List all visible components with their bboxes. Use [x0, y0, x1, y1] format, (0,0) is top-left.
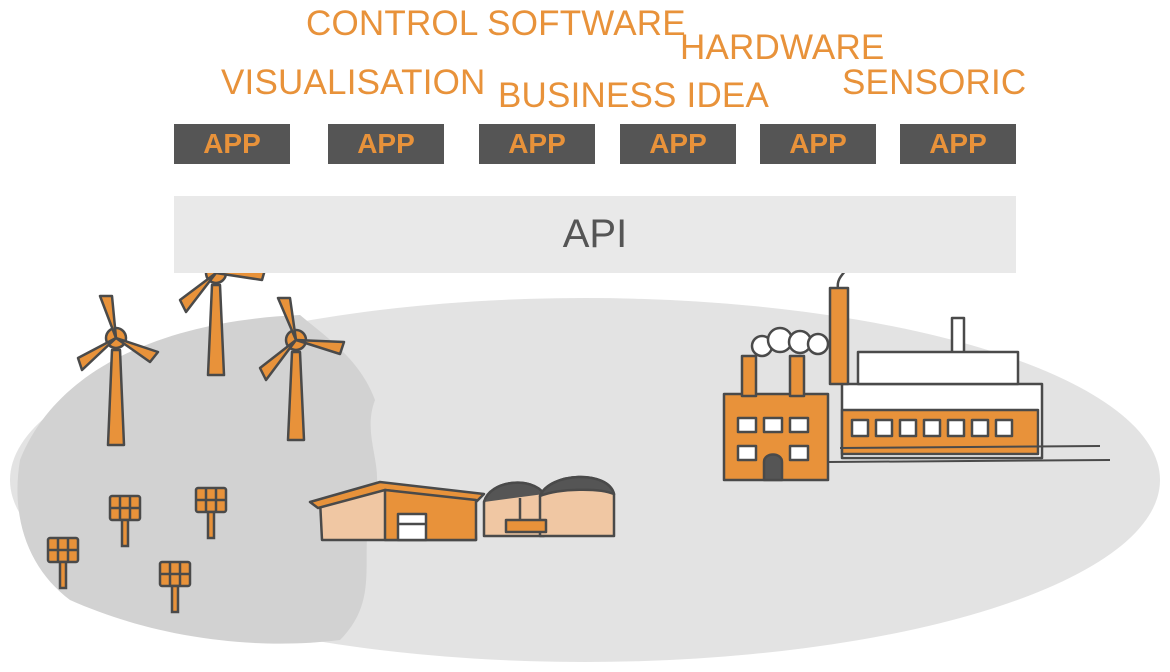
- api-bar: API: [174, 196, 1016, 273]
- solar-panel-icon: [46, 536, 80, 590]
- barn-icon: [308, 480, 486, 542]
- label-sensoric: SENSORIC: [842, 63, 1027, 102]
- app-box: APP: [760, 124, 876, 164]
- solar-panel-icon: [108, 494, 142, 548]
- label-visualisation: VISUALISATION: [221, 63, 486, 102]
- solar-panel-icon: [194, 486, 228, 540]
- solar-panel-icon: [158, 560, 192, 614]
- biogas-plant-icon: [482, 475, 616, 538]
- app-row: APP APP APP APP APP APP: [174, 124, 1016, 164]
- app-box: APP: [479, 124, 595, 164]
- label-business-idea: BUSINESS IDEA: [498, 76, 770, 115]
- label-hardware: HARDWARE: [680, 28, 885, 67]
- app-box: APP: [328, 124, 444, 164]
- wind-turbine-icon: [76, 294, 160, 447]
- app-box: APP: [900, 124, 1016, 164]
- app-box: APP: [174, 124, 290, 164]
- ground-shadow-left: [17, 315, 378, 644]
- wind-turbine-icon: [258, 296, 346, 442]
- app-box: APP: [620, 124, 736, 164]
- label-control-software: CONTROL SOFTWARE: [306, 4, 686, 43]
